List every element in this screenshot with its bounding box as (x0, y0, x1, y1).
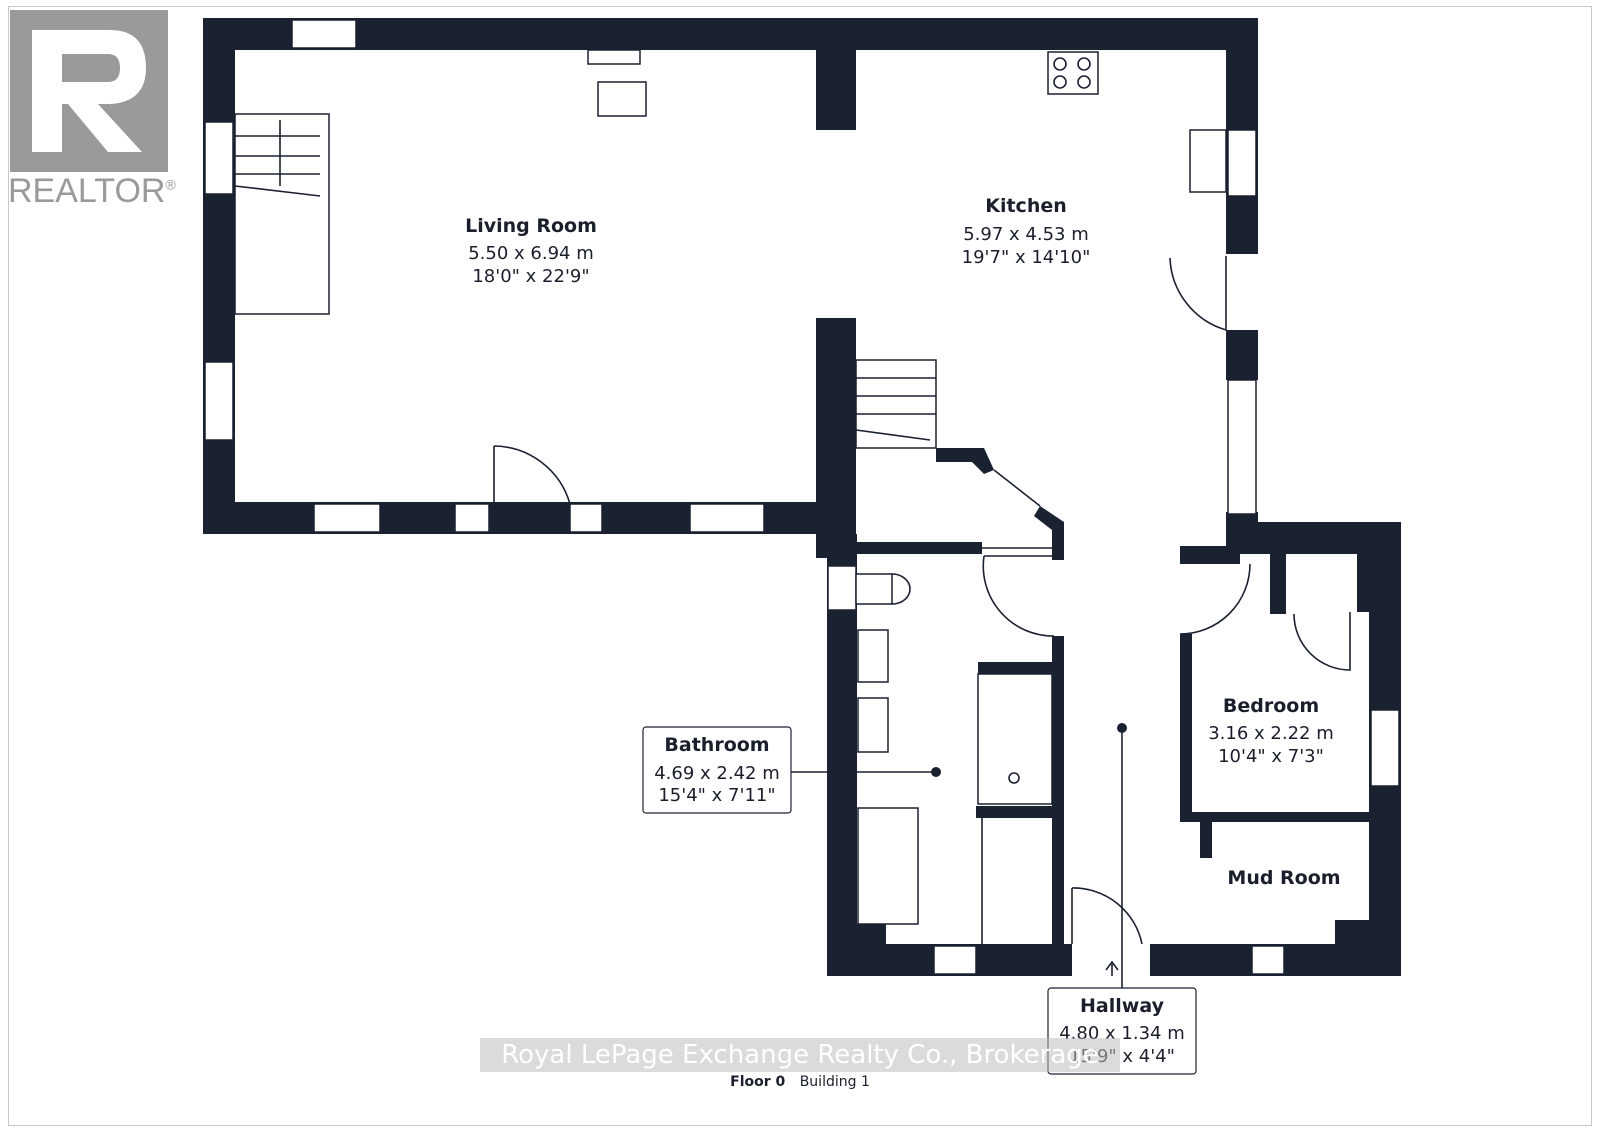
mud-room-name: Mud Room (1227, 867, 1340, 889)
room-labels: Living Room 5.50 x 6.94 m 18'0" x 22'9" … (465, 195, 1341, 1075)
doors (493, 256, 1351, 945)
bedroom-metric: 3.16 x 2.22 m (1208, 723, 1334, 744)
image-frame (8, 6, 1592, 1126)
floor-label: Floor 0 (730, 1074, 786, 1090)
bathroom-imperial: 15'4" x 7'11" (658, 785, 775, 806)
living-room-imperial: 18'0" x 22'9" (472, 266, 589, 287)
realtor-logo-text: REALTOR® (8, 172, 176, 210)
kitchen-imperial: 19'7" x 14'10" (962, 247, 1091, 268)
footer: Floor 0 Building 1 (0, 1074, 1600, 1090)
kitchen-metric: 5.97 x 4.53 m (963, 224, 1089, 245)
building-label: Building 1 (799, 1074, 870, 1090)
bathroom-metric: 4.69 x 2.42 m (654, 763, 780, 784)
brokerage-watermark: Royal LePage Exchange Realty Co., Broker… (480, 1038, 1120, 1072)
living-room-name: Living Room (465, 215, 597, 237)
bathroom-callout (642, 726, 792, 814)
bathroom-name: Bathroom (664, 734, 769, 756)
bedroom-name: Bedroom (1223, 695, 1319, 717)
stairs (234, 113, 937, 449)
living-room-metric: 5.50 x 6.94 m (468, 243, 594, 264)
bedroom-imperial: 10'4" x 7'3" (1218, 746, 1324, 767)
fixtures (587, 49, 1227, 944)
windows (204, 19, 1400, 975)
realtor-logo-icon (10, 10, 168, 172)
kitchen-name: Kitchen (985, 195, 1067, 217)
hallway-name: Hallway (1080, 995, 1165, 1017)
